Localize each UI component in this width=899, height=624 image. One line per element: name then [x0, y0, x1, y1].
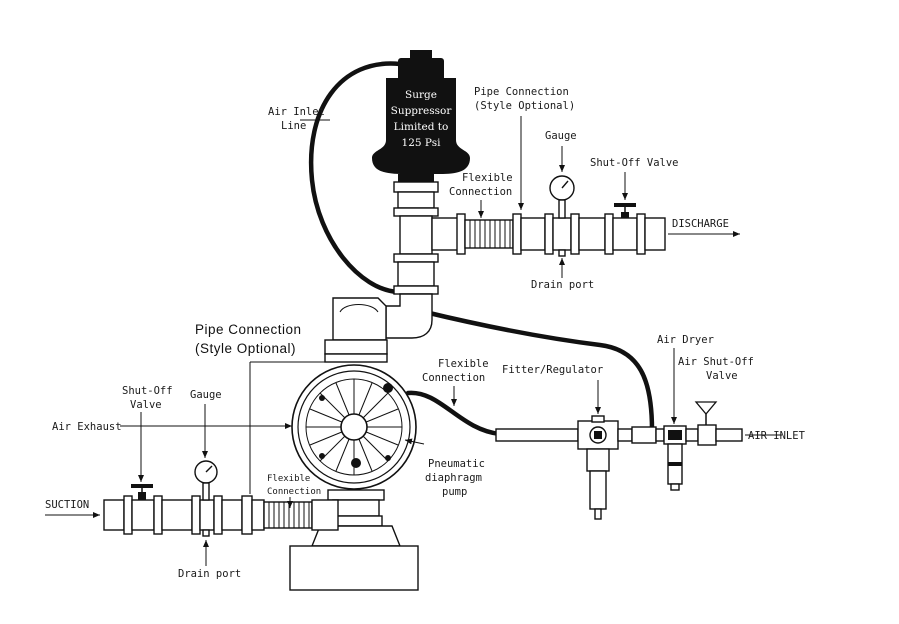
drain-port-bottom-label: Drain port	[178, 568, 241, 580]
text-labels: Air Inlet Line Pipe Connection (Style Op…	[45, 86, 806, 580]
pump-air-hose	[405, 390, 503, 437]
air-inlet-line-hose	[308, 61, 403, 295]
air-inlet-line-label-1: Air Inlet	[268, 106, 325, 118]
flexible-connection-bottom-label-1: Flexible	[267, 474, 310, 484]
air-supply-assembly	[495, 401, 743, 520]
gauge-bottom-label: Gauge	[190, 389, 222, 401]
surge-suppressor-label-4: 125 Psi	[402, 137, 442, 149]
shutoff-valve-top-label: Shut-Off Valve	[590, 157, 679, 169]
fitter-regulator-label: Fitter/Regulator	[502, 364, 603, 376]
drain-port-top-label: Drain port	[531, 279, 594, 291]
shutoff-valve-bottom-label-1: Shut-Off	[122, 385, 173, 397]
suction-label: SUCTION	[45, 499, 89, 511]
flexible-connection-top-label-2: Connection	[449, 186, 512, 198]
air-exhaust-label: Air Exhaust	[52, 421, 122, 433]
pipe-connection-bottom-label-1: Pipe Connection	[195, 322, 302, 337]
suction-line	[45, 460, 339, 537]
discharge-riser	[385, 181, 439, 339]
pneumatic-diaphragm-pump	[289, 297, 419, 591]
flexible-connection-mid-label-2: Connection	[422, 372, 485, 384]
surge-suppressor-label-3: Limited to	[394, 121, 449, 133]
pneumatic-pump-label-3: pump	[442, 486, 467, 498]
surge-suppressor-label-2: Suppressor	[391, 105, 453, 117]
shutoff-valve-bottom-label-2: Valve	[130, 399, 162, 411]
discharge-label: DISCHARGE	[672, 218, 729, 230]
air-inlet-label: AIR INLET	[748, 430, 806, 442]
surge-suppressor-label-1: Surge	[405, 89, 437, 101]
shutoff-valve-bottom-icon	[138, 492, 146, 500]
surge-suppressor: Surge Suppressor Limited to 125 Psi	[372, 50, 470, 184]
pipe-connection-bottom-label-2: (Style Optional)	[195, 341, 296, 356]
air-inlet-line-label-2: Line	[281, 120, 306, 132]
flexible-connection-mid-label-1: Flexible	[438, 358, 489, 370]
air-shutoff-valve-label-2: Valve	[706, 370, 738, 382]
pipe-connection-top-label-1: Pipe Connection	[474, 86, 569, 98]
gauge-top-label: Gauge	[545, 130, 577, 142]
leader-lines	[120, 116, 782, 566]
air-shutoff-valve-icon	[694, 401, 718, 416]
pneumatic-pump-label-2: diaphragm	[425, 472, 482, 484]
air-shutoff-valve-label-1: Air Shut-Off	[678, 356, 754, 368]
air-dryer-label: Air Dryer	[657, 334, 714, 346]
pneumatic-pump-label-1: Pneumatic	[428, 458, 485, 470]
shutoff-valve-top-icon	[621, 212, 629, 218]
flexible-connection-bottom-label-2: Connection	[267, 487, 321, 497]
air-supply-hose	[422, 309, 655, 433]
discharge-line	[431, 175, 740, 257]
flexible-connection-top-label-1: Flexible	[462, 172, 513, 184]
pipe-connection-top-label-2: (Style Optional)	[474, 100, 575, 112]
